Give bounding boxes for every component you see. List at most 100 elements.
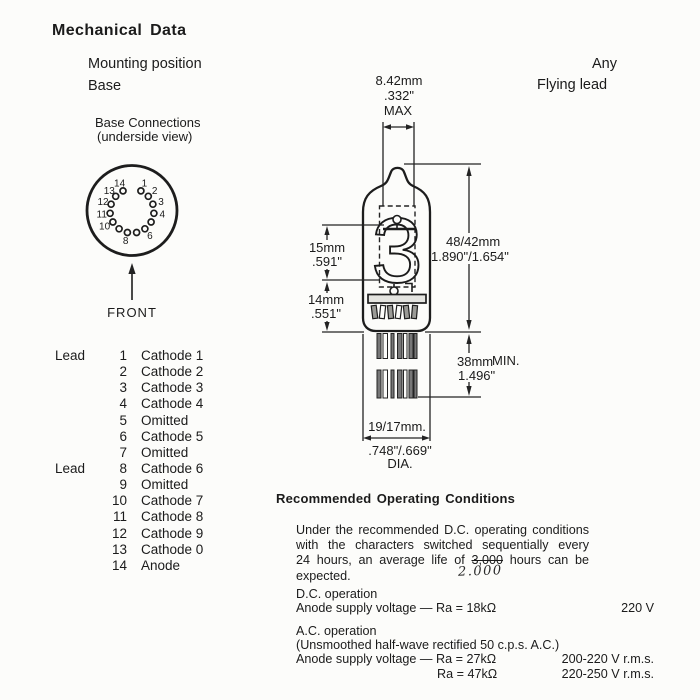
pin-label-10: 10 (99, 222, 111, 233)
base-connections-heading: Base Connections (95, 115, 201, 130)
pin-label-14: 14 (114, 178, 126, 189)
ac-operation-row-1: Anode supply voltage — Ra = 27kΩ 200-220… (296, 652, 654, 666)
pin-label-2: 2 (152, 186, 158, 197)
dc-row-label: Anode supply voltage — Ra = 18kΩ (296, 601, 497, 615)
pin-3 (149, 200, 157, 209)
front-arrow-icon (128, 263, 136, 300)
ac-operation-subheading: (Unsmoothed half-wave rectified 50 c.p.s… (296, 638, 560, 652)
page-title: Mechanical Data (52, 22, 187, 39)
dim-lead-mm: 38mm (457, 354, 493, 369)
dc-operation-row: Anode supply voltage — Ra = 18kΩ 220 V (296, 601, 654, 615)
lead-num: 7 (119, 444, 127, 460)
base-label: Base (88, 78, 122, 94)
lead-group (55, 542, 102, 558)
lead-num: 9 (119, 477, 127, 493)
lead-name: Cathode 9 (141, 525, 204, 541)
pin-label-11: 11 (97, 210, 108, 221)
base-pins (106, 187, 158, 237)
pin-label-13: 13 (104, 186, 116, 197)
lead-group (55, 558, 102, 574)
lead-name: Omitted (141, 477, 189, 493)
dim-lead-min: MIN. (492, 353, 519, 368)
dim-base-lines (322, 282, 364, 333)
dim-char-lines (322, 224, 384, 281)
lead-group (55, 364, 102, 380)
dim-base-mm: 14mm (308, 292, 344, 307)
base-connections-subheading: (underside view) (97, 129, 193, 144)
pin-8 (123, 228, 132, 237)
lead-group (55, 493, 102, 509)
lead-group (55, 445, 102, 461)
dim-dia-mm: 19/17mm. (368, 419, 426, 434)
lead-name: Cathode 7 (141, 493, 204, 509)
pin-label-4: 4 (160, 210, 166, 221)
pin-label-6: 6 (147, 231, 153, 242)
lead-row: 9 Omitted (55, 477, 203, 493)
lead-group (55, 396, 102, 412)
dim-length-lines (404, 163, 481, 333)
lead-num: 12 (111, 525, 127, 541)
base-eyelets (370, 304, 419, 320)
pin-11 (106, 209, 114, 218)
flying-leads (376, 333, 418, 399)
dim-char-in: .591" (312, 254, 342, 269)
dim-lead-lines (418, 334, 481, 398)
lead-name: Omitted (141, 444, 189, 460)
pin-label-12: 12 (97, 197, 109, 208)
paragraph-line: 24 hours, an average life of 3,000 hours… (296, 553, 589, 568)
dim-width-max: MAX (384, 103, 413, 118)
lead-group (55, 526, 102, 542)
lead-name: Cathode 1 (141, 348, 204, 363)
mounting-position-value: Any (592, 56, 617, 72)
lead-num: 2 (119, 364, 127, 380)
electrode-supports (383, 214, 415, 296)
base-outline-circle (85, 164, 179, 257)
mounting-position-label: Mounting position (88, 56, 202, 72)
paragraph-line: with the characters switched sequentiall… (296, 538, 589, 553)
lead-num: 3 (119, 380, 127, 396)
lead-group: Lead (55, 348, 86, 363)
pin-14 (119, 187, 127, 195)
ac-row2-label: Ra = 47kΩ (437, 667, 498, 681)
ac-row1-value: 200-220 V r.m.s. (561, 652, 654, 666)
dim-width-mm: 8.42mm (376, 73, 423, 88)
dim-lead-in: 1.496" (458, 368, 496, 383)
base-value: Flying lead (537, 77, 608, 93)
lead-name: Cathode 8 (141, 509, 204, 525)
lead-group (55, 380, 102, 396)
lead-group (55, 429, 102, 445)
lead-group: Lead (55, 460, 86, 476)
dim-base-in: .551" (311, 306, 341, 321)
pin-12 (107, 200, 115, 209)
lead-num: 5 (119, 412, 127, 428)
lead-name: Cathode 4 (141, 396, 204, 412)
lead-row: Lead 1 Cathode 1 (55, 348, 203, 364)
pin-9 (115, 224, 123, 233)
pin-label-1: 1 (142, 178, 148, 189)
lead-num: 14 (111, 557, 127, 573)
pin-2 (144, 192, 153, 201)
lead-row: 7 Omitted (55, 445, 203, 461)
dim-length-mm: 48/42mm (446, 234, 500, 249)
ac-row1-label: Anode supply voltage — Ra = 27kΩ (296, 652, 497, 666)
lead-name: Omitted (141, 412, 189, 428)
lead-row: 6 Cathode 5 (55, 429, 203, 445)
lead-name: Cathode 5 (141, 428, 204, 444)
lead-group (55, 477, 102, 493)
base-pin-labels: 1 2 3 4 6 8 10 11 12 13 14 (97, 178, 166, 247)
operating-conditions-heading: Recommended Operating Conditions (276, 491, 516, 506)
lead-group (55, 509, 102, 525)
front-label: FRONT (107, 305, 157, 320)
dim-width-in: .332" (384, 88, 414, 103)
paragraph-line: Under the recommended D.C. operating con… (296, 523, 589, 537)
lead-num: 1 (119, 348, 127, 363)
lead-num: 6 (119, 428, 127, 444)
lead-name: Cathode 6 (141, 460, 204, 476)
